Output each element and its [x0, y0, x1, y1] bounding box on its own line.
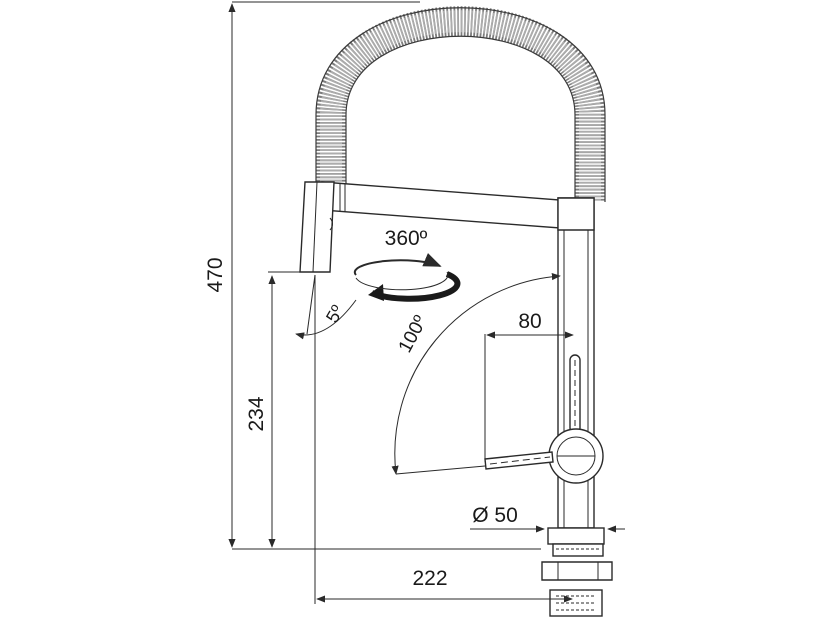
total-height-label: 470 [204, 257, 227, 292]
angle-head-tilt: 5º [295, 274, 357, 340]
base-diameter-label: Ø 50 [472, 504, 518, 527]
dimension-spout-height: 234 [245, 271, 300, 548]
rotation-360-icon: 360º [353, 227, 461, 302]
flexible-hose [315, 6, 606, 202]
angle-handle-swing: 100º [391, 272, 561, 475]
dimension-base-diameter: Ø 50 [470, 504, 625, 533]
dimension-total-height: 470 [204, 1, 541, 550]
lever-handle-up [569, 354, 581, 434]
spout-height-label: 234 [245, 396, 268, 431]
dimension-reach: 222 [314, 275, 573, 604]
lever-offset-label: 80 [518, 310, 541, 333]
handle-swing-label: 100º [395, 312, 432, 356]
spray-head [299, 181, 335, 273]
handle-knob [548, 428, 604, 484]
reach-label: 222 [412, 567, 447, 590]
spout-arm [321, 181, 561, 229]
lever-handle-swung [484, 451, 554, 470]
spout-rotation-label: 360º [385, 227, 428, 250]
head-tilt-label: 5º [322, 301, 348, 326]
base-mount [541, 527, 613, 617]
